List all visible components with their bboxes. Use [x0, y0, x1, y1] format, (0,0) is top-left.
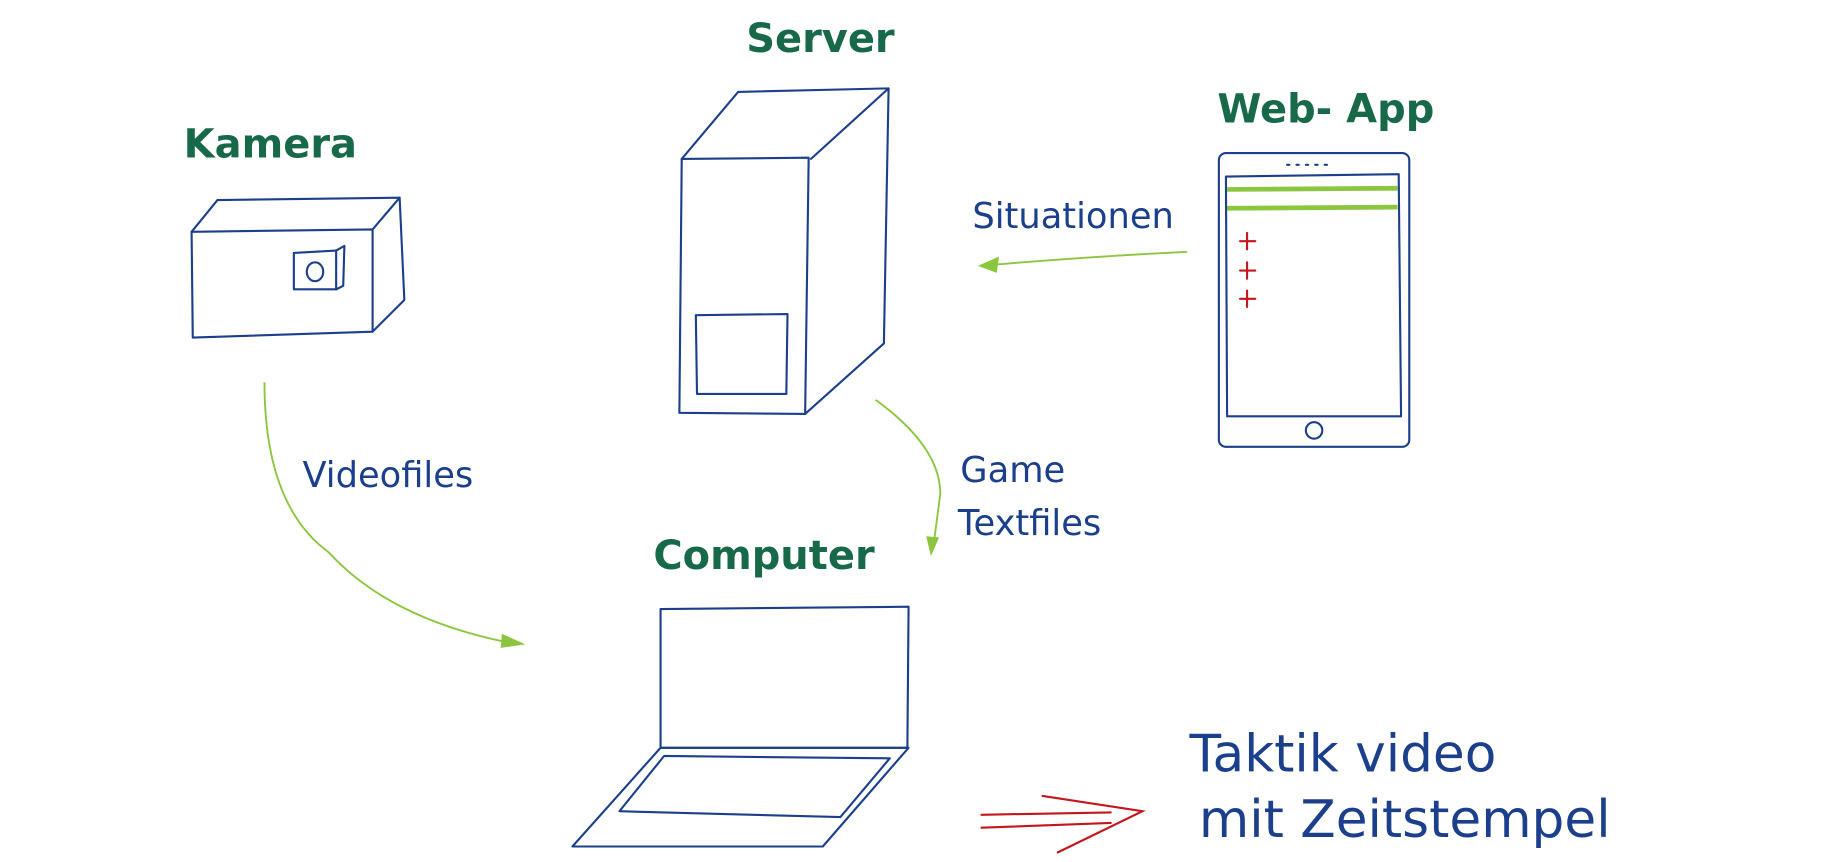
laptop-icon [571, 605, 910, 848]
tablet-icon [1217, 151, 1411, 448]
server-label: Server [746, 16, 895, 62]
situations-label: Situationen [972, 196, 1173, 237]
videofiles-label: Videofiles [302, 455, 473, 496]
game-textfiles-label-line2: Textfiles [957, 503, 1101, 544]
situations-arrow [977, 250, 1188, 273]
game-textfiles-arrow [875, 399, 942, 557]
camera-label: Kamera [184, 122, 357, 168]
output-line2: mit Zeitstempel [1199, 790, 1611, 850]
game-textfiles-label-line1: Game [960, 450, 1065, 491]
web-app-label: Web- App [1217, 86, 1434, 132]
server-icon [678, 87, 890, 416]
videofiles-arrow [263, 382, 526, 648]
camera-icon [190, 196, 406, 339]
computer-label: Computer [653, 533, 875, 579]
result-arrow [980, 794, 1146, 854]
output-line1: Taktik video [1188, 724, 1496, 784]
